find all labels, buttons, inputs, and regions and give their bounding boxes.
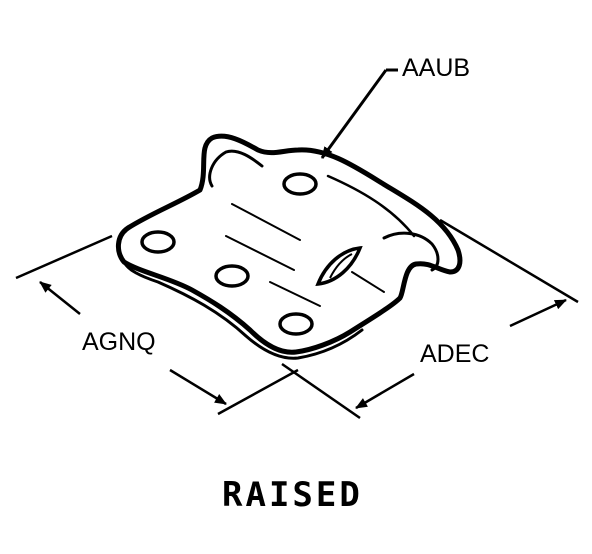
agnq-extension-right (217, 368, 299, 416)
inner-fold-line-c (269, 281, 321, 307)
slot-hole (315, 245, 363, 287)
adec-extension-upper (439, 218, 579, 304)
adec-arrow-upper (509, 298, 567, 328)
bracket-outline (116, 133, 463, 360)
adec-label: ADEC (420, 340, 490, 368)
right-tab (382, 231, 440, 272)
hole-left (140, 230, 176, 254)
agnq-extension-left (15, 234, 113, 280)
plate-lower-edge (122, 260, 364, 360)
inner-fold-line-a (231, 203, 301, 241)
hole-center (214, 264, 250, 288)
hole-top (282, 172, 318, 196)
aaub-leader-arrow (320, 69, 388, 159)
adec-dimension (281, 218, 579, 420)
agnq-dimension (15, 234, 299, 416)
holes (140, 172, 363, 336)
inner-fold-line-d (351, 271, 385, 293)
adec-arrow-lower (355, 372, 415, 410)
agnq-arrow-lower (169, 368, 227, 406)
agnq-label: AGNQ (82, 328, 156, 356)
raised-crest (208, 149, 264, 188)
view-caption: RAISED (222, 475, 363, 515)
adec-extension-lower (281, 362, 361, 420)
raised-ridge (326, 174, 416, 238)
aaub-label: AAUB (402, 54, 471, 82)
aaub-leader (320, 68, 398, 159)
plate-outer-edge (116, 133, 463, 355)
slot-hole-inner (329, 253, 353, 279)
inner-fold-line-b (225, 235, 295, 271)
hole-bottom (278, 312, 314, 336)
agnq-arrow-upper (39, 281, 81, 315)
